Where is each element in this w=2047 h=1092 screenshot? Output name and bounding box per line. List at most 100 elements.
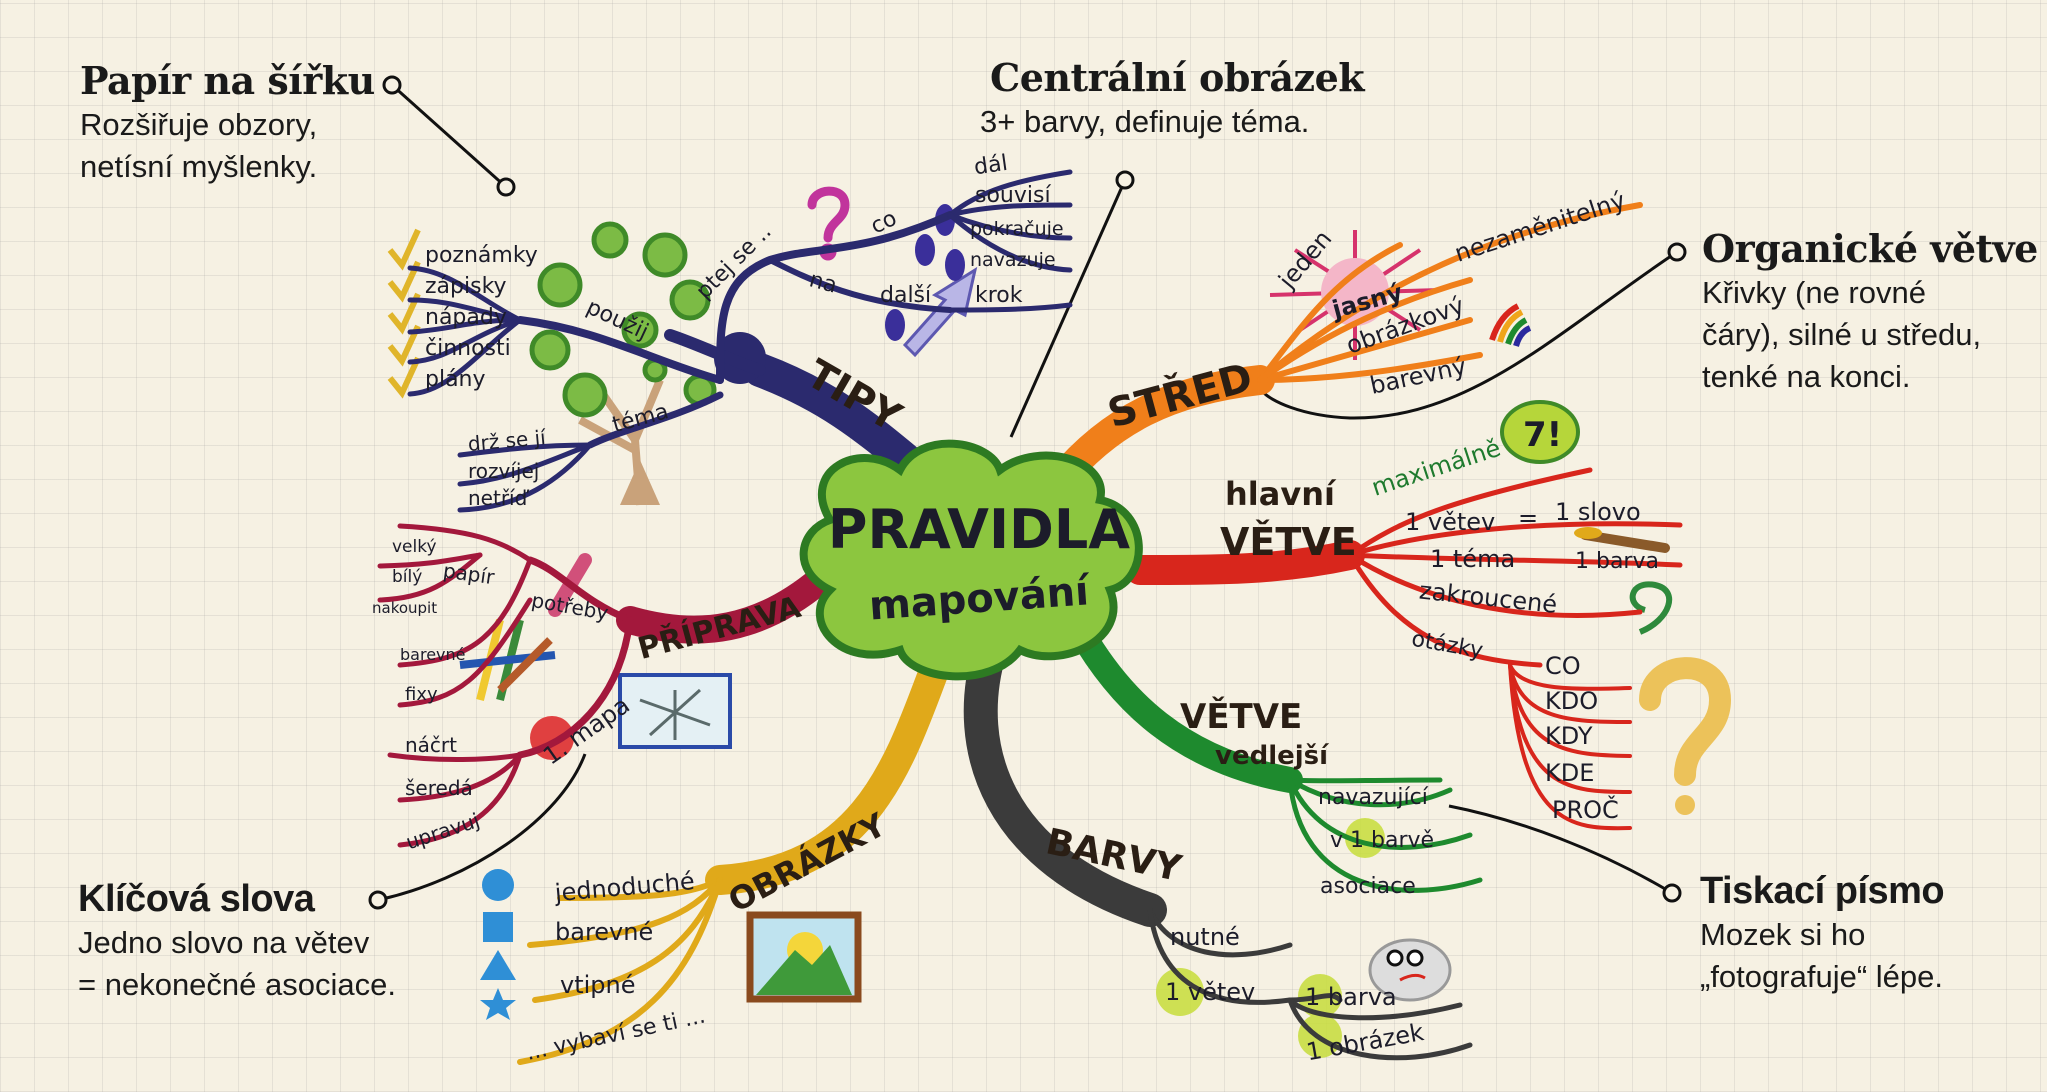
connector-dots [368,75,1687,910]
annotation-line: Mozek si ho [1700,917,1866,952]
word: krok [975,283,1023,308]
word: 1 barva [1575,549,1659,574]
branch-barvy [963,633,1473,1061]
big-question-mark-icon [1639,657,1732,815]
annotation-line: Jedno slovo na větev [78,925,370,960]
branch-label-vetve-vedlejsi: VĚTVE [1180,696,1302,737]
word: = [1518,504,1538,532]
connector-keywords [377,753,587,902]
landscape-picture-icon [746,911,862,1003]
dot-icon [1662,883,1682,903]
spiral-icon [1629,581,1673,635]
word: maximálně [1368,434,1504,502]
word: poznámky [425,243,538,268]
word: zakroucené [1418,577,1559,619]
annotation-line: = nekonečné asociace. [78,967,396,1002]
brain-icon [1368,938,1452,1002]
annotation-connectors [377,83,1678,902]
annotation-print-letters: Tiskací písmo Mozek si ho „fotografuje“ … [1700,868,1945,998]
dot-icon [1667,242,1687,262]
tree-icon [529,221,717,506]
word: jednoduché [553,867,696,907]
word: navazující [1318,785,1429,810]
branch-label-hlavni: hlavní [1225,475,1337,513]
annotation-keywords: Klíčová slova Jedno slovo na větev = nek… [78,876,396,1006]
dot-icon [496,177,516,197]
annotation-line: Křivky (ne rovné [1702,275,1926,310]
annotation-line: „fotografuje“ lépe. [1700,959,1943,994]
sun-burst-icon [1269,230,1441,360]
branch-label-vedlejsi: vedlejší [1215,741,1330,771]
annotation-title: Organické větve [1702,226,2038,271]
word: zápisky [425,274,507,299]
word: další [880,283,932,308]
paintbrush-icon [1574,527,1670,553]
word: nezaměnitelný [1451,186,1629,267]
branch-tipy [407,169,1073,513]
word: souvisí [975,183,1051,208]
connector-organic [1261,250,1678,420]
word: 1 téma [1430,545,1515,573]
checkmarks-icon [387,228,421,399]
annotation-central-image: Centrální obrázek 3+ barvy, definuje tém… [980,55,1365,143]
word: asociace [1320,874,1416,899]
word: na [807,267,840,298]
word: 1 větev [1165,978,1255,1006]
central-cloud [799,439,1143,681]
word: nakoupit [372,599,437,617]
annotation-line: čáry), silné u středu, [1702,317,1982,352]
vedlejsi-words: navazující v 1 barvě asociace [1318,785,1434,899]
connector-center [1009,179,1127,438]
word: rozvíjej [468,459,539,483]
word: navazuje [970,249,1056,271]
word: barevný [1367,352,1468,400]
word: papír [442,558,497,589]
word: bílý [392,567,422,587]
word: nápady [425,305,507,330]
dot-icon [382,75,402,95]
branch-vedlejsi [1067,617,1483,893]
word: šeredá [405,776,473,800]
annotation-title: Centrální obrázek [990,55,1365,100]
word: barevné [400,645,465,664]
word: potřeby [530,588,611,625]
branch-label-stred: STŘED [1102,353,1257,438]
hlavni-words: maximálně 7! 1 větev = 1 slovo 1 téma 1 … [1368,415,1659,824]
word: 1 větev [1405,508,1495,536]
annotation-title: Papír na šířku [80,58,375,103]
dot-icon [368,890,388,910]
center-title: PRAVIDLA [828,498,1130,561]
sketch-picture-icon [618,673,732,749]
word: netříď [468,486,530,510]
annotation-title: Klíčová slova [78,878,315,920]
annotation-line: 3+ barvy, definuje téma. [980,104,1310,139]
word: barevné [555,918,653,946]
annotation-paper: Papír na šířku Rozšiřuje obzory, netísní… [80,58,375,188]
annotation-line: tenké na konci. [1702,359,1911,394]
shapes-icon [480,869,516,1020]
word: ... vybaví se ti ... [524,1004,708,1066]
word: KDE [1545,759,1594,787]
rainbow-icon [1489,303,1532,347]
word: KDO [1545,687,1598,715]
dot-icon [1115,170,1135,190]
word: činnosti [425,336,511,361]
word: náčrt [405,733,457,757]
seven-bubble-icon [1500,400,1580,464]
word: fixy [405,684,438,705]
word: nutné [1170,923,1240,951]
word: dál [973,151,1010,180]
word: CO [1545,652,1581,680]
word: pokračuje [970,218,1064,240]
annotation-line: Rozšiřuje obzory, [80,107,318,142]
word: 1 slovo [1555,498,1641,526]
branch-priprava [377,523,834,848]
word: 7! [1523,415,1562,455]
word: KDY [1545,722,1593,750]
word: upravuj [403,808,483,854]
word: 1 barva [1305,983,1397,1011]
connector-paper [390,83,508,189]
word: vtipné [560,971,636,999]
annotation-line: netísní myšlenky. [80,149,318,184]
